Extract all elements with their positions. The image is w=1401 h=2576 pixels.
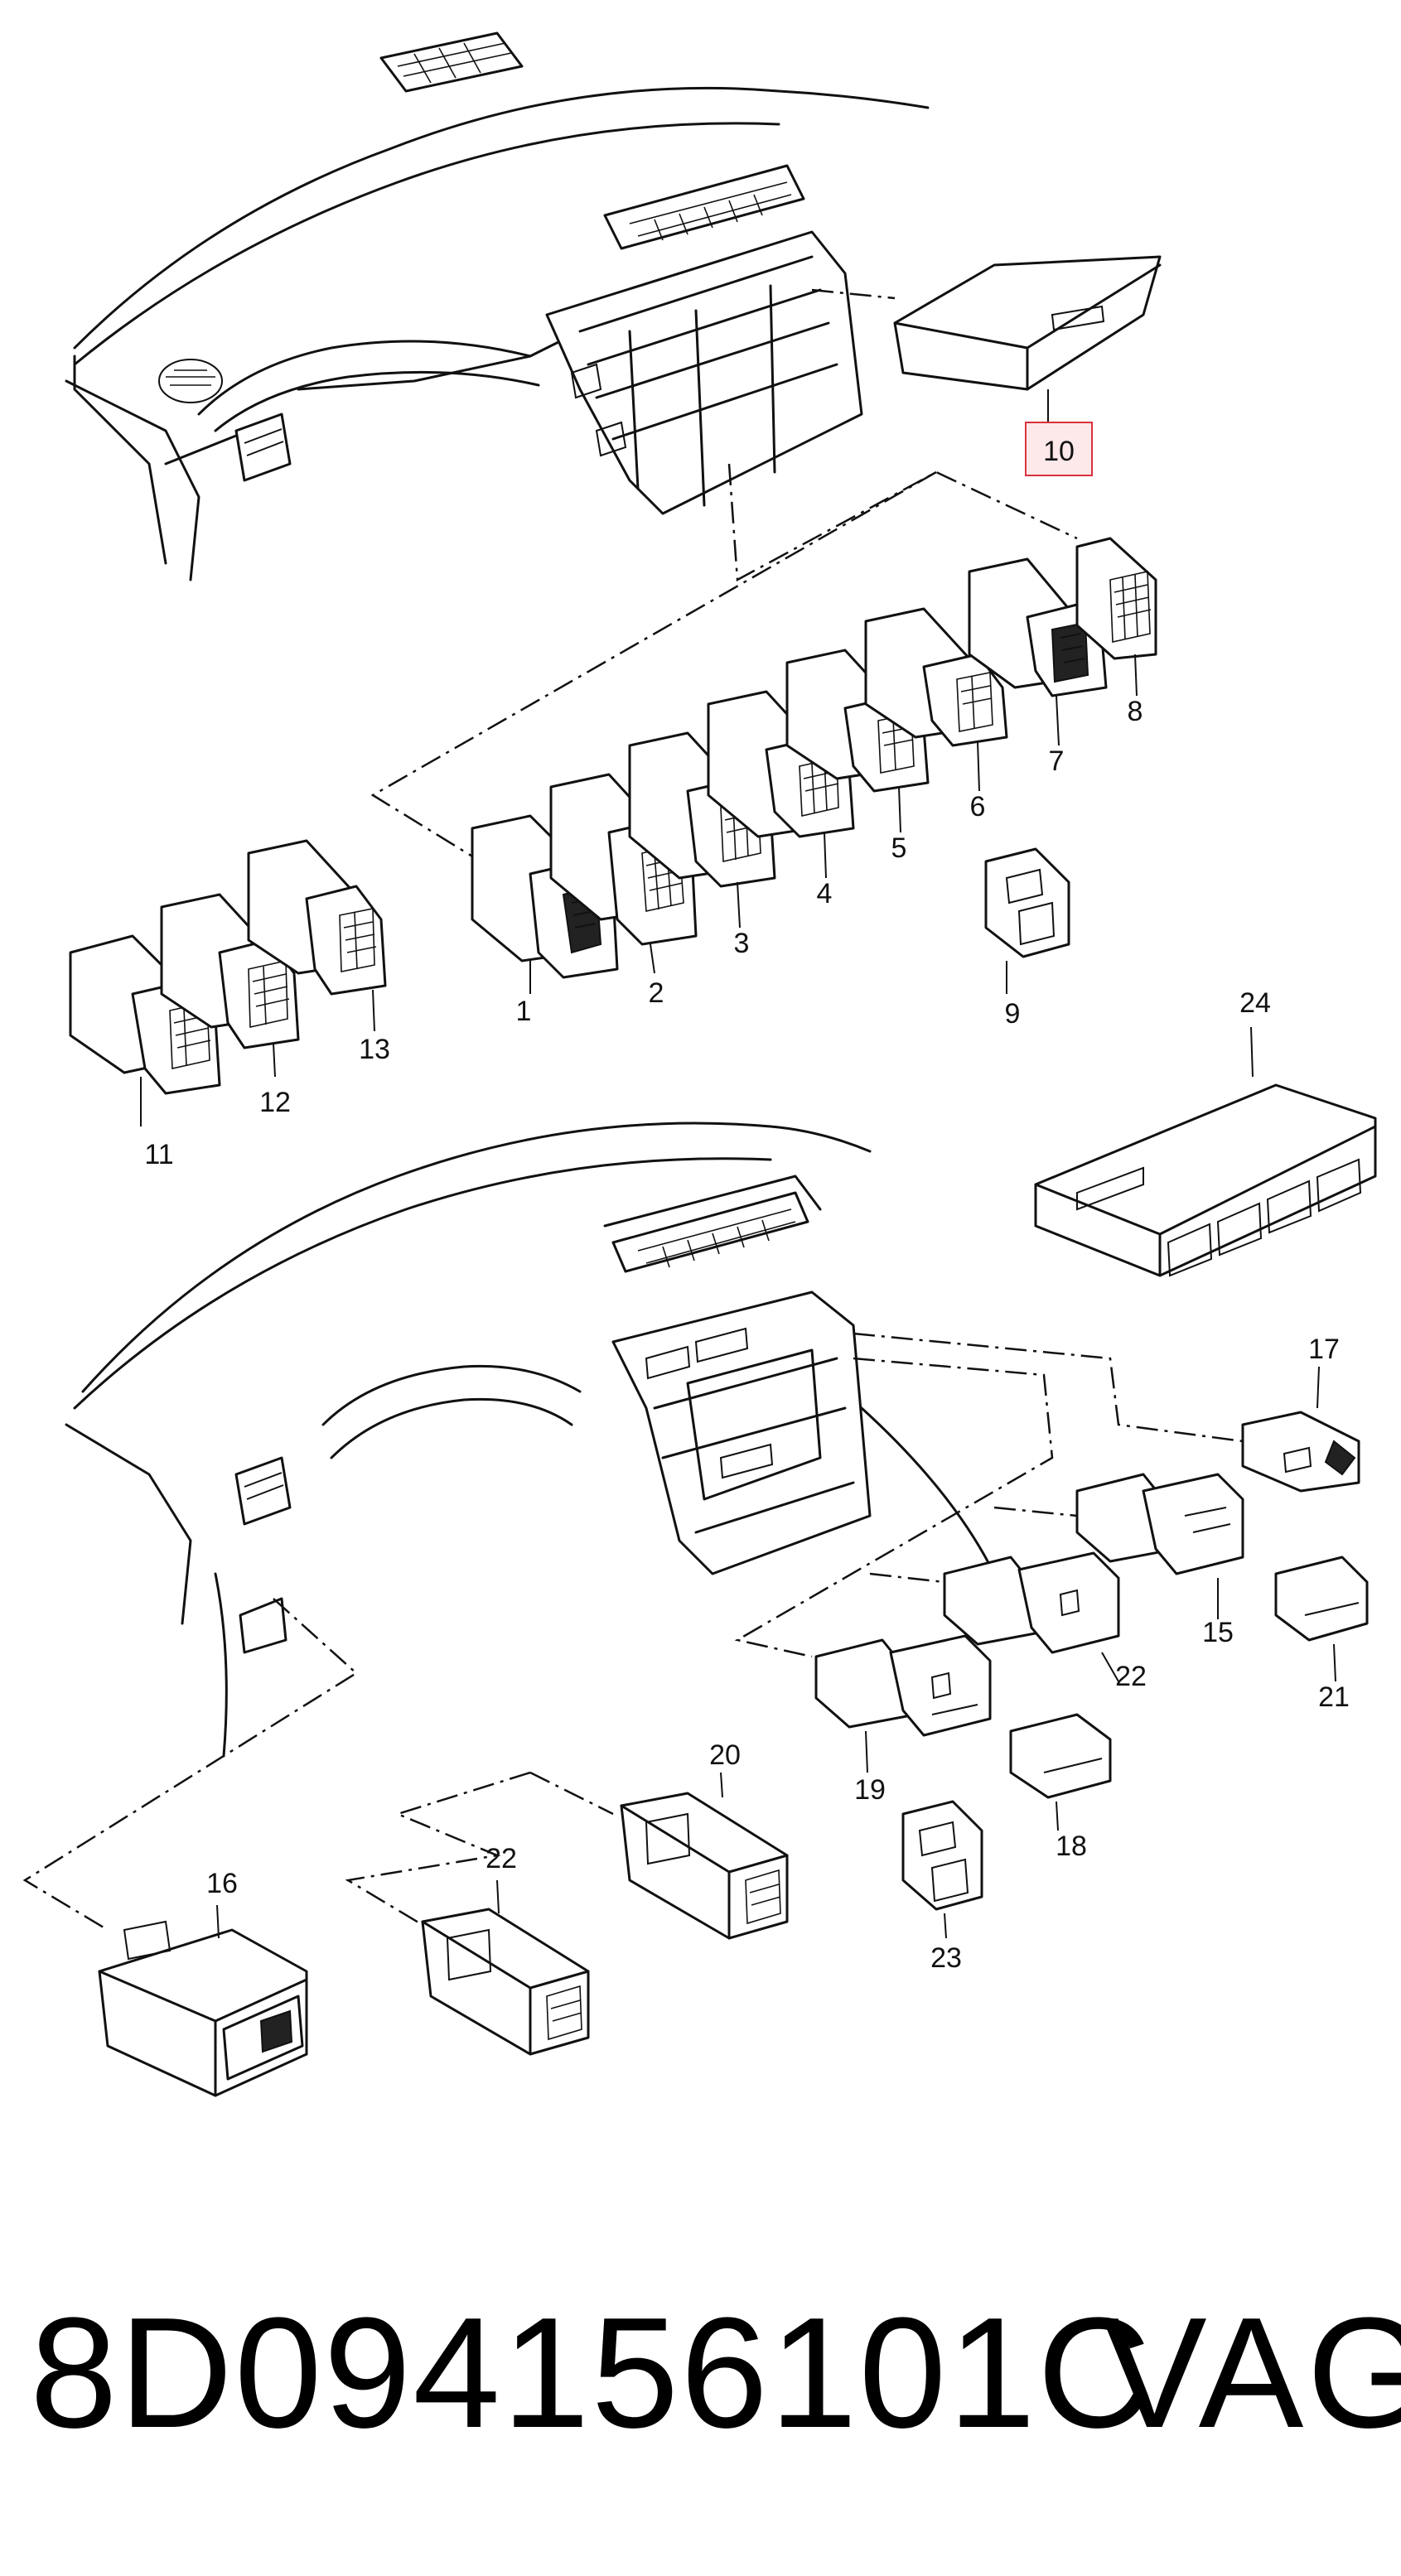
switch-part-21 bbox=[943, 1551, 1120, 1682]
switch-row-1-8 bbox=[471, 537, 1157, 979]
switch-part-16 bbox=[98, 1904, 308, 2097]
switch-part-20 bbox=[814, 1634, 992, 1773]
callout-3: 3 bbox=[734, 928, 750, 959]
callout-1: 1 bbox=[516, 996, 532, 1027]
callout-8: 8 bbox=[1128, 696, 1143, 727]
leader-line-lower-group-2 bbox=[734, 1357, 1054, 1658]
leader-line-part-16 bbox=[22, 1598, 359, 1932]
leader-lines-row-1-8 bbox=[529, 654, 1138, 994]
lower-dashboard-illustration bbox=[65, 1122, 996, 1758]
switch-part-15 bbox=[1075, 1473, 1244, 1619]
callout-4: 4 bbox=[817, 878, 833, 909]
callout-6: 6 bbox=[970, 791, 986, 822]
leader-line-upper-group bbox=[727, 463, 1078, 582]
callout-15: 15 bbox=[1202, 1617, 1234, 1648]
callout-10: 10 bbox=[1043, 436, 1075, 467]
cover-part-18 bbox=[1009, 1713, 1112, 1831]
callout-labels: 10 1 2 3 4 5 6 7 8 9 11 12 13 24 17 15 2… bbox=[144, 436, 1350, 1974]
callout-9: 9 bbox=[1005, 998, 1021, 1030]
callout-22-upper: 20 bbox=[709, 1739, 741, 1771]
callout-18: 18 bbox=[1056, 1831, 1087, 1862]
callout-2: 2 bbox=[649, 977, 664, 1009]
leader-line-lower-group bbox=[853, 1332, 1244, 1443]
cover-part-19 bbox=[1274, 1556, 1369, 1682]
bezel-part-24 bbox=[1034, 1026, 1377, 1277]
module-part-22-lower bbox=[421, 1879, 590, 2056]
callout-19: 21 bbox=[1318, 1681, 1350, 1713]
leader-line-lower-group-3 bbox=[869, 1506, 1078, 1584]
module-part-22-upper bbox=[620, 1772, 789, 1940]
callout-23: 23 bbox=[930, 1942, 962, 1974]
callout-13: 13 bbox=[359, 1034, 390, 1065]
callout-5: 5 bbox=[891, 832, 907, 864]
callout-16: 16 bbox=[206, 1868, 238, 1899]
switch-part-17 bbox=[1241, 1366, 1360, 1493]
callout-12: 12 bbox=[259, 1087, 291, 1118]
callout-17: 17 bbox=[1308, 1334, 1340, 1365]
leader-line-upper-group-left bbox=[370, 470, 937, 863]
callout-10-highlight bbox=[1025, 422, 1093, 476]
clip-part-23 bbox=[901, 1800, 983, 1939]
upper-dashboard-illustration bbox=[65, 31, 930, 581]
callout-22-lower: 22 bbox=[486, 1843, 517, 1874]
callout-20: 19 bbox=[854, 1774, 886, 1806]
leader-line-part-22 bbox=[345, 1771, 531, 1932]
callout-24: 24 bbox=[1239, 987, 1271, 1019]
clip-part-9 bbox=[984, 847, 1070, 994]
part-number: 8D094156101C bbox=[30, 2285, 1153, 2461]
radio-unit-part-10 bbox=[811, 255, 1162, 422]
callout-21: 22 bbox=[1115, 1661, 1147, 1692]
brand-name: VAG bbox=[1102, 2285, 1401, 2461]
leader-line-part-22-b bbox=[529, 1771, 614, 1816]
exploded-parts-diagram: 10 1 2 3 4 5 6 7 8 9 11 12 13 24 17 15 2… bbox=[22, 31, 1377, 2097]
callout-11: 11 bbox=[144, 1139, 173, 1170]
switch-group-11-13 bbox=[69, 839, 387, 1126]
callout-7: 7 bbox=[1049, 745, 1065, 777]
